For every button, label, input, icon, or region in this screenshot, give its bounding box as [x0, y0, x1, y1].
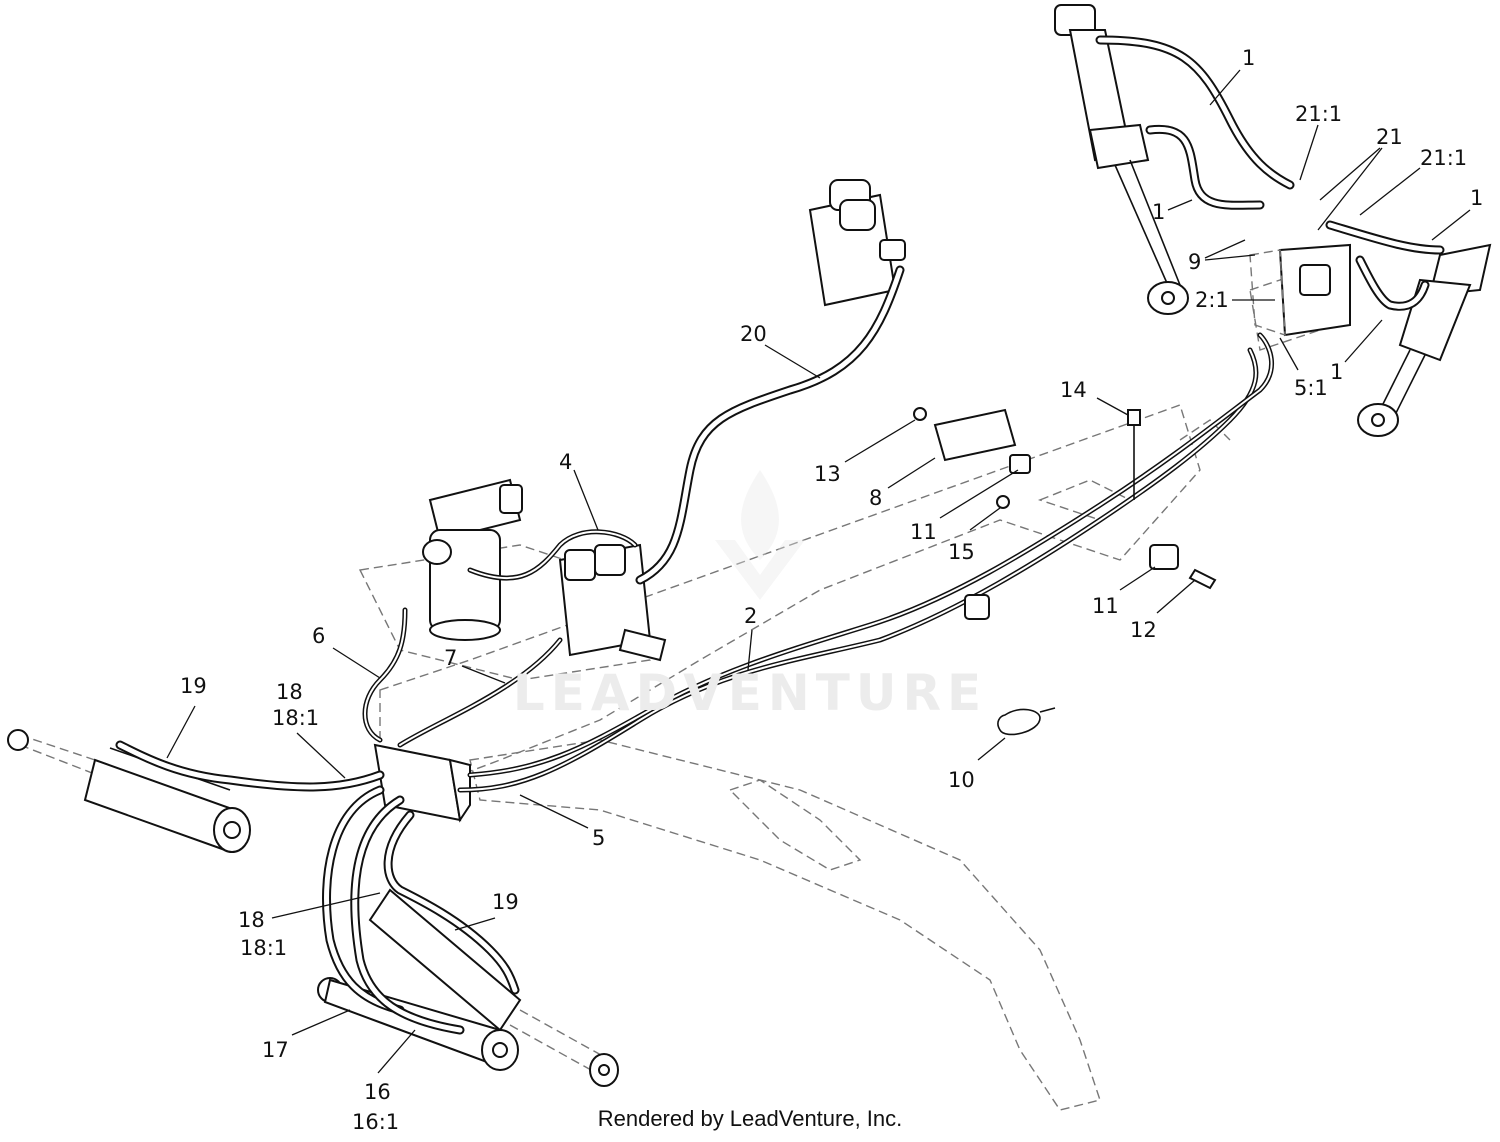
footer-credit: Rendered by LeadVenture, Inc.: [597, 1106, 903, 1131]
callout-7: 7: [444, 646, 458, 670]
watermark-logo: [715, 470, 805, 600]
callout-17: 17: [262, 1038, 289, 1062]
callout-21-1: 21:1: [1295, 102, 1343, 126]
callout-5-1: 5:1: [1294, 376, 1328, 400]
callout-1: 1: [1330, 360, 1344, 384]
callout-18: 18: [276, 680, 303, 704]
hydraulic-hoses: [115, 35, 1445, 1035]
callout-15: 15: [948, 540, 975, 564]
callout-21: 21: [1376, 125, 1403, 149]
callout-14: 14: [1060, 378, 1087, 402]
callout-5: 5: [592, 826, 606, 850]
callout-2: 2: [744, 604, 758, 628]
right-valve-block: [1249, 243, 1351, 337]
rigid-tubes: [362, 332, 1275, 793]
callout-12: 12: [1130, 618, 1157, 642]
valve-block-4: [558, 543, 667, 662]
callout-1: 1: [1242, 46, 1256, 70]
callout-19: 19: [492, 890, 519, 914]
callout-9: 9: [1188, 250, 1202, 274]
filter-assembly: [422, 478, 523, 641]
leader-lines: [166, 69, 1471, 1074]
left-upper-cylinder: [7, 729, 251, 853]
callout-4: 4: [559, 450, 573, 474]
callout-11: 11: [910, 520, 937, 544]
brackets-fasteners: [913, 407, 1217, 736]
callout-16-1: 16:1: [352, 1110, 400, 1134]
callout-18-1: 18:1: [272, 706, 320, 730]
callout-2-1: 2:1: [1195, 288, 1229, 312]
callout-19: 19: [180, 674, 207, 698]
lower-cylinders: [317, 888, 619, 1087]
callout-20: 20: [740, 322, 767, 346]
right-cylinders: [1054, 4, 1492, 437]
callout-6: 6: [312, 624, 326, 648]
callout-1: 1: [1470, 186, 1484, 210]
callout-21-1: 21:1: [1420, 146, 1468, 170]
callout-13: 13: [814, 462, 841, 486]
callout-10: 10: [948, 768, 975, 792]
callout-18: 18: [238, 908, 265, 932]
callout-18-1: 18:1: [240, 936, 288, 960]
upper-valve-20: [808, 179, 906, 307]
callout-8: 8: [869, 486, 883, 510]
callout-1: 1: [1152, 200, 1166, 224]
callout-16: 16: [364, 1080, 391, 1104]
watermark-text: LEADVENTURE: [512, 664, 988, 722]
callout-11: 11: [1092, 594, 1119, 618]
